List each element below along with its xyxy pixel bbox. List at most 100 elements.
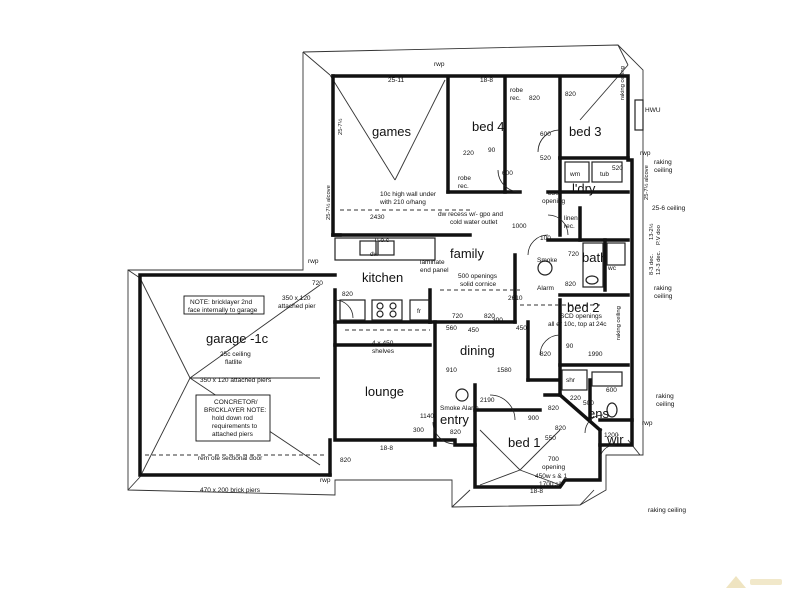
dimension: 2610 [508,295,523,302]
alcove-label: 25-7½ alcove [643,165,650,200]
rwp-label: rwp [320,477,331,484]
ensuite-shower-icon [561,369,588,391]
wall-note: with 210 o/hang [379,199,426,206]
hot-water-unit-icon [634,99,644,131]
dimension: 18-8 [480,77,493,84]
attached-pier-note: attached pier [278,303,316,310]
dim-label: 25-7½ [337,118,344,135]
dw-recess-note: cold water outlet [450,219,498,226]
door-swings [334,129,616,461]
room-games: games [372,124,412,139]
raking-ceiling-label: raking [654,159,672,166]
rwp-label: rwp [434,61,445,68]
raking-ceiling-label: raking [654,285,672,292]
dimension: 1140 [420,413,434,420]
robe-label: robe [458,175,471,182]
concretor-note: hold down rod [212,415,253,422]
dimension: 600 [502,170,513,177]
linen-label: rec. [564,223,575,230]
dimension: 520 [612,165,623,172]
dimension: 820 [565,91,576,98]
dimension: 90 [566,343,574,350]
dimension: 820 [342,291,353,298]
robe-label: robe [510,87,523,94]
fr-label: fr [417,308,422,315]
dimension: 300 [413,427,424,434]
room-bath: bath [582,250,607,265]
dimension: 720 [312,280,323,287]
laundry-tub-icon [591,161,623,183]
dimension: 450 [468,327,479,334]
fixtures [334,99,644,418]
pv-doo-label: 13-2½ [648,223,655,240]
dimension: 1000 [512,223,527,230]
smoke-alarm-icon [537,260,553,276]
dimension: 600 [540,131,551,138]
shower-icon [606,242,626,266]
dimension: 18-8 [530,488,543,495]
watermark-logo [726,576,782,588]
dimension: 600 [606,387,617,394]
window-note: 1700 sill [539,481,563,488]
brick-note: NOTE: bricklayer 2nd [190,299,253,306]
ceiling-label: 25-6 ceiling [652,205,686,212]
openings-note: all er 10c, top at 24c [548,321,607,328]
opening-note: opening [542,464,566,471]
washing-machine-icon [564,161,590,183]
concretor-note: requirements to [212,423,258,430]
opening-note: 700 [548,456,559,463]
concretor-note: CONCRETOR/ [214,399,258,406]
raking-ceiling-label: raking [656,393,674,400]
dec-label: 12-3 dec. [656,250,662,275]
wc-label: wc [607,265,617,272]
openings-note: 500 openings [458,273,498,280]
smoke-alarm-label: Alarm [537,285,554,292]
dimension: 820 [450,429,461,436]
room-bed1: bed 1 [508,435,541,450]
dimension: 220 [463,150,474,157]
dimension: 820 [340,457,351,464]
smoke-alarm-label: Smoke [537,257,558,264]
dimension: 820 [540,351,551,358]
room-garage: garage -1c [206,331,269,346]
dimension: 25-11 [388,77,405,84]
window-note: 450w s & 1 [535,473,568,480]
room-ens: ens [588,406,609,421]
dimension: 820 [529,95,540,102]
room-kitchen: kitchen [362,270,403,285]
shr-label: shr [566,377,576,384]
dimension: 910 [446,367,457,374]
ensuite-toilet-icon [606,402,618,418]
room-lounge: lounge [365,384,404,399]
uoc-label: u.o.c [375,237,390,244]
dimension: 18-8 [380,445,393,452]
rwp-label: rwp [640,150,651,157]
concretor-note: attached piers [212,431,254,438]
room-family: family [450,246,484,261]
opening-note: 850 [548,190,559,197]
ceiling-note: flatlite [225,359,242,366]
room-ldry: l'dry [572,181,596,196]
dimension: 2190 [480,397,495,404]
room-bed2: bed 2 [567,300,600,315]
vanity-icon [591,371,623,387]
dimension: 500 [583,400,594,407]
cooktop-icon [371,299,403,321]
dimensions: 25-11 18-8 820 820 600 220 90 520 600 52… [312,77,623,495]
dimension: 1990 [588,351,603,358]
dimension: 550 [545,435,556,442]
bath-tub-icon [582,242,604,288]
dimension: 1200 [604,432,619,439]
dimension: 220 [570,395,581,402]
room-entry: entry [440,412,469,427]
room-labels: games bed 4 bed 3 kitchen family dining … [206,119,624,450]
dw-label: dw [370,251,379,258]
concretor-note: BRICKLAYER NOTE: [204,407,267,414]
raking-ceiling-label: ceiling [654,167,673,174]
opening-note: opening [542,198,566,205]
raking-ceiling-label: raking ceiling [648,507,686,514]
smoke-alarm-label: Smoke Alarm [440,405,479,412]
toilet-icon [585,275,599,285]
laminate-note: laminate [420,259,445,266]
